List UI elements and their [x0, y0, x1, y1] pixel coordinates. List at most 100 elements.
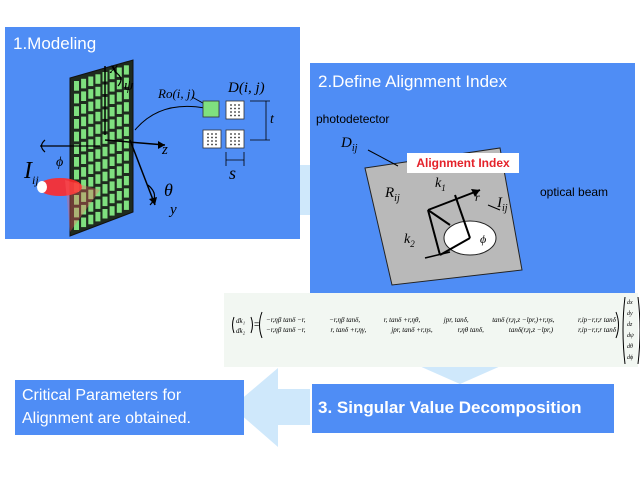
equation-rhs-entry: dψ — [627, 333, 634, 339]
equation-matrix-cell: −r,ηβ tanδ, — [329, 316, 361, 324]
detector-dot — [215, 133, 217, 135]
emitter-cell — [123, 102, 129, 112]
detector-dot — [234, 133, 236, 135]
detector-dot — [234, 104, 236, 106]
arrow-svd-to-result — [232, 368, 310, 447]
emitter-cell — [123, 200, 129, 210]
emitter-cell — [81, 78, 87, 89]
detector-dot — [238, 114, 240, 117]
emitter-cell — [81, 154, 87, 164]
r-label: r — [475, 190, 480, 204]
emitter-cell — [95, 211, 101, 222]
rij-label: Rij — [385, 185, 400, 204]
detector-dot — [230, 143, 232, 146]
emitter-cell — [88, 151, 94, 162]
emitter-cell — [74, 106, 79, 116]
detector-dot — [238, 140, 240, 142]
detector-dot — [230, 114, 232, 117]
emitter-cell — [95, 161, 101, 172]
emitter-cell — [109, 107, 115, 117]
result-panel — [15, 380, 244, 435]
emitter-cell — [74, 131, 79, 142]
emitter-cell — [123, 176, 129, 186]
equation-matrix-cell: tanδ (r,η,z −lpr,)+r,ηs, — [492, 316, 555, 324]
svd-title: 3. Singular Value Decomposition — [318, 398, 582, 417]
detector-dot — [238, 133, 240, 135]
emitter-cell — [102, 184, 108, 194]
emitter-cell — [116, 154, 122, 164]
emitter-cell — [95, 136, 101, 147]
emitter-cell — [116, 166, 122, 176]
equation-matrix-row: −r,ηβ tanδ −r,−r,ηβ tanδ,r, tanδ +r,ηθ,j… — [266, 315, 616, 325]
photodetector-label: photodetector — [316, 112, 390, 126]
z-axis-label: z — [162, 142, 168, 158]
emitter-cell — [74, 144, 79, 154]
equation-rhs-entry: dz — [627, 322, 633, 328]
emitter-cell — [102, 146, 108, 157]
detector-dot — [207, 136, 209, 139]
equation-matrix-cell: jpr, tanδ, — [443, 316, 469, 324]
emitter-cell — [109, 206, 115, 216]
emitter-cell — [109, 131, 115, 142]
emitter-cell — [88, 177, 94, 187]
emitter-cell — [109, 156, 115, 166]
detector-dot — [238, 104, 240, 106]
detector-dot — [230, 111, 232, 113]
emitter-cell — [123, 188, 129, 198]
y-axis-label: y — [170, 202, 177, 218]
emitter-cell — [95, 86, 101, 97]
emitter-cell — [109, 69, 115, 80]
emitter-cell — [109, 193, 115, 204]
beam-spray — [65, 180, 100, 232]
detector-dot — [230, 104, 232, 106]
dij-label: Dij — [341, 135, 358, 154]
emitter-cell — [95, 99, 101, 109]
equation-rhs-entry: dϕ — [627, 355, 634, 361]
emitter-cell — [74, 169, 79, 180]
emitter-cell — [116, 178, 122, 189]
emitter-cell — [102, 159, 108, 169]
x-axis-label: x — [110, 60, 118, 77]
equation-matrix-cell: r, tanδ +r,ηγ, — [330, 326, 367, 334]
equation-rhs-entry: dθ — [627, 344, 633, 350]
alignment-title: 2.Define Alignment Index — [318, 72, 508, 91]
emitter-cell — [88, 114, 94, 124]
emitter-cell — [74, 207, 79, 218]
emitter-cell — [109, 119, 115, 129]
detector-dot — [238, 111, 240, 113]
emitter-cell — [88, 101, 94, 112]
emitter-cell — [116, 92, 122, 102]
k1-label: k1 — [435, 176, 446, 193]
detector-dot — [234, 140, 236, 142]
emitter-cell — [88, 76, 94, 87]
emitter-cell — [88, 202, 94, 212]
emitter-cell — [123, 139, 129, 149]
ro-cell — [202, 100, 220, 118]
emitter-cell — [81, 91, 87, 101]
emitter-cell — [74, 220, 79, 230]
emitter-cell — [116, 67, 122, 77]
equation-matrix: −r,ηβ tanδ −r,−r,ηβ tanδ,r, tanδ +r,ηθ,j… — [266, 315, 616, 335]
emitter-cell — [74, 195, 79, 205]
emitter-cell — [88, 214, 94, 225]
equation-lhs-entry: dk₁ — [236, 317, 246, 325]
equation-matrix-cell: jpr, tanδ +r,ηs, — [391, 326, 433, 334]
equation-matrix-cell: r,ip−r,r,r tanδ — [578, 316, 616, 324]
result-line-1: Critical Parameters for — [22, 387, 182, 404]
equation-lhs-entry: dk₂ — [236, 327, 246, 335]
s-dimension-label: s — [229, 163, 237, 183]
detector-dot — [207, 143, 209, 146]
equation-matrix-cell: tanδ(r,η,z −lpr,) — [508, 326, 554, 334]
emitter-cell — [74, 81, 79, 91]
detector-dot — [211, 133, 213, 135]
detector-dot — [230, 107, 232, 110]
phi-label: ϕ — [56, 155, 64, 170]
emitter-cell — [95, 199, 101, 209]
detector-dot — [215, 143, 217, 146]
detector-dot — [238, 107, 240, 110]
iij-label: Iij — [497, 195, 508, 214]
emitter-cell — [102, 196, 108, 207]
emitter-cell — [81, 141, 87, 152]
